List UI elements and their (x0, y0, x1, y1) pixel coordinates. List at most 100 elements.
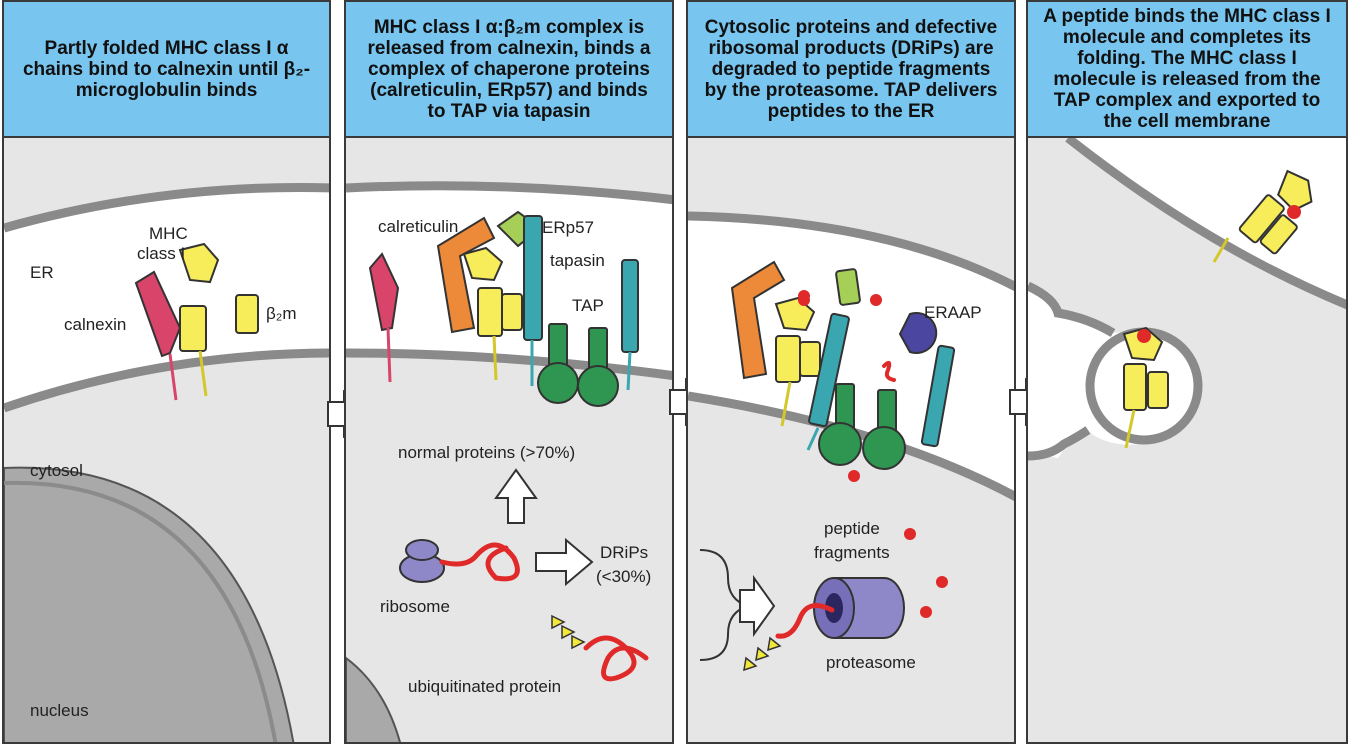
surface-mhc-alpha3 (1238, 194, 1285, 244)
mhc-tail (198, 350, 208, 397)
panel-4-header: A peptide binds the MHC class I molecule… (1028, 2, 1346, 138)
tap-domain-2 (577, 365, 619, 407)
peptide-cytosol-1 (848, 470, 860, 482)
nuclear-envelope (4, 480, 278, 742)
tapasin-protein (523, 215, 543, 341)
tapasin-protein (808, 312, 850, 428)
mhc-alpha-fold (462, 246, 504, 282)
proteasome-label: proteasome (826, 653, 916, 672)
er-label: ER (30, 263, 54, 282)
tap-label: TAP (572, 296, 604, 315)
surface-mhc-tail (1212, 237, 1230, 263)
mhc-tail (492, 335, 498, 381)
panel-2-header: MHC class I α:β₂m complex is released fr… (346, 2, 672, 138)
er-membrane-upper (4, 183, 329, 233)
ubiquitin-1 (767, 636, 782, 652)
mhc-alpha3 (477, 287, 503, 337)
peptide-fragment-1 (904, 528, 916, 540)
peptide-er-1 (798, 290, 810, 302)
calnexin-tail (168, 353, 178, 401)
b2m-protein (501, 293, 523, 331)
calreticulin-label: calreticulin (378, 217, 458, 236)
right-arrow (535, 537, 594, 587)
mhc-alpha3 (179, 305, 207, 352)
surface-b2m (1259, 214, 1298, 255)
tapasin-second-tail (626, 351, 632, 391)
proteasome-opening (825, 593, 843, 623)
erp57-protein (835, 268, 861, 306)
er-membrane-lower (4, 348, 329, 413)
peptide-er-2 (870, 294, 882, 306)
panel-3-title: Cytosolic proteins and defective ribosom… (704, 16, 998, 122)
mhc-alpha3 (775, 335, 801, 383)
surface-mhc (1238, 169, 1313, 255)
calreticulin-protein (436, 216, 496, 334)
ubiquitinated-label: ubiquitinated protein (408, 677, 561, 696)
panel-4-illustration (1028, 138, 1346, 461)
mhc-tail (780, 381, 792, 427)
peptide-label-line2: fragments (814, 543, 890, 562)
peptide-fragment-2 (936, 576, 948, 588)
nucleus-shape (4, 466, 295, 742)
mhc-alpha-fold (774, 296, 816, 332)
ubiquitinated-chain (583, 635, 649, 682)
er-membrane-upper (1028, 281, 1116, 337)
ubiquitin-2 (561, 624, 576, 640)
calnexin-tail (386, 327, 392, 383)
eraap-label: ERAAP (924, 303, 982, 322)
surface-mhc-alpha-fold (1276, 169, 1313, 212)
panel-3-illustration: ERAAP peptide fragments proteasome (688, 211, 1014, 672)
tapasin-second (621, 259, 639, 353)
ubiquitin-3 (743, 656, 758, 672)
tap-domain-1 (537, 362, 579, 404)
tapasin-label: tapasin (550, 251, 605, 270)
eraap-enzyme (898, 312, 938, 354)
nucleus-edge (346, 656, 401, 742)
calreticulin-protein (730, 260, 786, 380)
calnexin-label: calnexin (64, 315, 126, 334)
panel-4: A peptide binds the MHC class I molecule… (1026, 0, 1348, 744)
ribosome-label: ribosome (380, 597, 450, 616)
panel-2-illustration: calreticulin ERp57 tapasin TAP normal pr… (346, 181, 672, 742)
er-lumen (4, 187, 329, 408)
b2m-label: β₂m (266, 304, 297, 323)
panel-4-title: A peptide binds the MHC class I molecule… (1043, 6, 1331, 132)
calnexin-protein (134, 270, 182, 358)
peptide-label-line1: peptide (824, 519, 880, 538)
ubiquitin-2 (755, 646, 770, 662)
b2m-protein (1147, 371, 1169, 409)
drips-label-line2: (<30%) (596, 567, 651, 586)
mhc-alpha3 (1123, 363, 1147, 411)
tapasin-second (920, 344, 956, 448)
brace-arrow (739, 574, 776, 638)
erp57-label: ERp57 (542, 218, 594, 237)
drips-label-line1: DRiPs (600, 543, 648, 562)
plasma-membrane (1065, 138, 1346, 310)
panel-1: Partly folded MHC class I α chains bind … (2, 0, 331, 744)
ubiquitin-3 (571, 634, 586, 650)
ribosome-large (405, 539, 439, 561)
tap-domain-1 (818, 422, 862, 466)
mhc-alpha-fold (1122, 326, 1164, 362)
panel-2-title: MHC class I α:β₂m complex is released fr… (367, 16, 651, 122)
er-membrane-upper (346, 181, 672, 205)
surface-bound-peptide (1287, 205, 1301, 219)
nucleus-label: nucleus (30, 701, 89, 720)
tapasin-tail (806, 427, 820, 451)
er-membrane-upper (688, 211, 1014, 292)
cytosol-label: cytosol (30, 461, 83, 480)
b2m-protein (799, 341, 821, 377)
nascent-protein (439, 542, 520, 582)
er-membrane-lower (1028, 426, 1091, 461)
tap-domain-2 (862, 426, 906, 470)
panel-1-title: Partly folded MHC class I α chains bind … (22, 37, 311, 101)
peptide-fragment-3 (920, 606, 932, 618)
ubiquitin-1 (551, 614, 566, 630)
panel-3-header: Cytosolic proteins and defective ribosom… (688, 2, 1014, 138)
b2m-protein (235, 294, 259, 334)
extracellular-space (1068, 138, 1346, 305)
calnexin-protein (368, 252, 400, 332)
peptide-er-3 (882, 360, 896, 382)
mhc-label-line1: MHC (149, 224, 188, 243)
mhc-alpha-fold (178, 242, 220, 284)
